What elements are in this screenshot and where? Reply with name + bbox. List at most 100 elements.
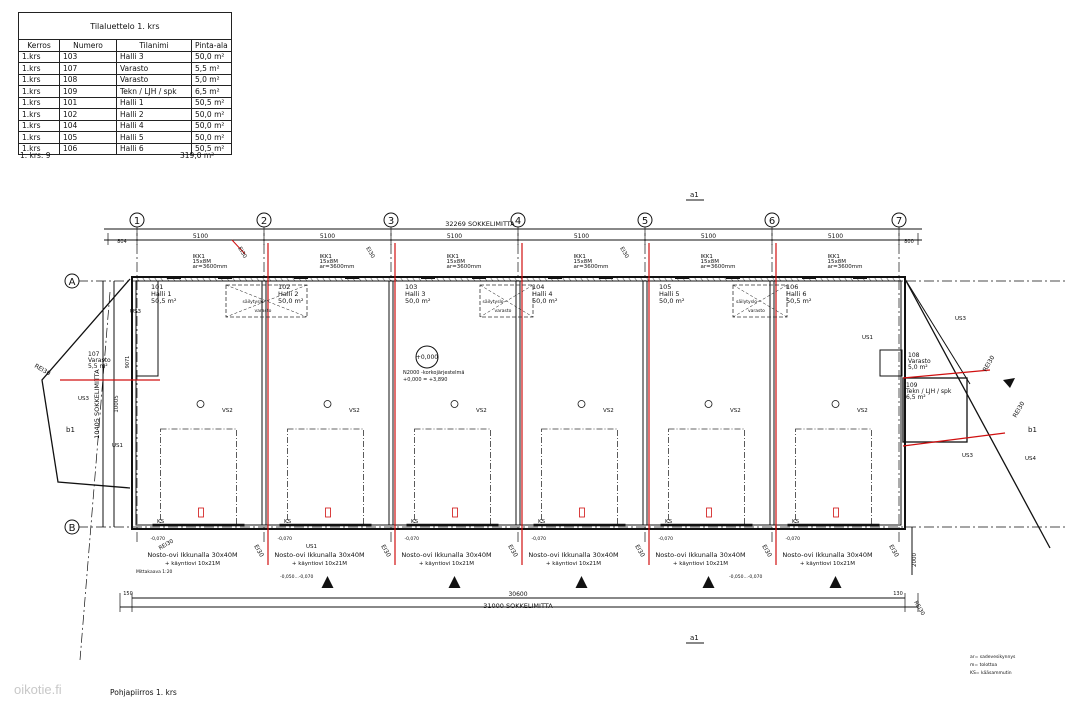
room-area: 6,5 m² — [906, 394, 926, 401]
partition-wall — [388, 280, 394, 526]
door-sub-label: + käyntiovi 10x21M — [292, 561, 347, 567]
grid-bubble — [891, 212, 907, 228]
door-type-label: Nosto-ovi Ikkunalla 30x40M — [147, 551, 237, 559]
wall-hatch — [405, 276, 410, 282]
wall-type-label: US1 — [862, 335, 873, 341]
wall-hatch — [663, 276, 668, 282]
loft-label: varasto — [748, 308, 765, 314]
summary-total-area: 319,0 m² — [180, 151, 215, 160]
wall-hatch — [693, 276, 698, 282]
window-label: IKK1 — [447, 254, 459, 260]
wall-hatch — [447, 276, 452, 282]
wall-hatch — [453, 276, 458, 282]
room-area: 5,5 m² — [88, 363, 108, 370]
watermark: oikotie.fi — [14, 682, 62, 697]
extinguisher-label: KS — [538, 519, 546, 525]
top-total-dim: 32269 SOKKELIMITTA — [445, 220, 515, 228]
grid-bubble — [764, 212, 780, 228]
window-sill: ar=3600mm — [828, 264, 863, 270]
wall-hatch — [867, 276, 872, 282]
wall-hatch — [363, 276, 368, 282]
wall-hatch — [513, 276, 518, 282]
window-sill: ar=3600mm — [320, 264, 355, 270]
cell-area: 50,0 m² — [191, 50, 232, 63]
col-header-room-name: Tilanimi — [116, 39, 192, 52]
wall-type-label: VS2 — [222, 408, 233, 414]
wall-type-label: VS2 — [603, 408, 614, 414]
wall-hatch — [525, 276, 530, 282]
level-mark: -0,070 — [786, 536, 801, 542]
grid-label: 3 — [388, 216, 394, 227]
window-sill: ar=3600mm — [701, 264, 736, 270]
wall-hatch — [339, 276, 344, 282]
extinguisher-label: KS — [665, 519, 673, 525]
edge-dim: 130 — [893, 591, 903, 597]
room-area: 50,0 m² — [659, 297, 685, 305]
wall-hatch — [531, 276, 536, 282]
room-number: 107 — [88, 351, 100, 358]
loft-label: säilytyslo- — [483, 299, 506, 305]
fire-label: EI30 — [506, 544, 519, 559]
wall-hatch — [627, 276, 632, 282]
level-mark: -0,070 — [659, 536, 674, 542]
wall-hatch — [417, 276, 422, 282]
wall-hatch — [537, 276, 542, 282]
entry-triangle — [702, 576, 715, 588]
fire-label: REI30 — [33, 363, 52, 378]
window-label: IKK1 — [320, 254, 332, 260]
partition-wall — [261, 280, 267, 526]
wall-hatch — [147, 276, 152, 282]
wall-hatch — [849, 276, 854, 282]
door-arrow-icon — [452, 507, 458, 518]
ceiling-light-icon — [577, 400, 586, 408]
level-tag: +0,000 — [416, 354, 438, 361]
wall-hatch — [879, 276, 884, 282]
door-arrow-icon — [706, 507, 712, 518]
bay-dim: 5100 — [701, 233, 716, 240]
wall-type-label: US3 — [130, 309, 142, 315]
grid-bubble — [129, 212, 145, 228]
partition-wall — [515, 280, 521, 526]
storage-loft — [225, 284, 308, 318]
right-dim: 2000 — [912, 553, 918, 567]
cell-room-name: Halli 5 — [116, 131, 192, 144]
window-size: 15x8M — [828, 259, 847, 265]
edge-dim: 800 — [904, 239, 914, 245]
wall-hatch — [567, 276, 572, 282]
room-107-box — [135, 280, 159, 377]
fire-tick — [231, 239, 246, 255]
wall-hatch — [465, 276, 470, 282]
fire-label: EI30 — [236, 246, 247, 260]
fire-line-109 — [902, 432, 1006, 447]
loft-label: säilytyslo- — [243, 299, 266, 305]
loft-label: säilytyslo- — [736, 299, 759, 305]
wall-hatch — [771, 276, 776, 282]
room-name: Halli 1 — [151, 290, 172, 298]
cell-floor: 1.krs — [18, 119, 60, 132]
door-arrow-icon — [198, 507, 204, 518]
wall-hatch — [699, 276, 704, 282]
door-type-label: Nosto-ovi Ikkunalla 30x40M — [782, 551, 872, 559]
bay-dim: 5100 — [574, 233, 589, 240]
left-inner-dim: 10005 — [114, 395, 120, 413]
wall-hatch — [375, 276, 380, 282]
fire-label: EI30 — [760, 544, 773, 559]
section-mark: a1 — [690, 191, 699, 199]
wall-hatch — [507, 276, 512, 282]
wall-hatch — [891, 276, 896, 282]
door-sub-label: + käyntiovi 10x21M — [673, 561, 728, 567]
wall-hatch — [411, 276, 416, 282]
window-sill: ar=3600mm — [574, 264, 609, 270]
wall-hatch — [717, 276, 722, 282]
wall-hatch — [201, 276, 206, 282]
room-name: Varasto — [88, 357, 111, 364]
door-type-label: Nosto-ovi Ikkunalla 30x40M — [401, 551, 491, 559]
wall-type-label: VS2 — [857, 408, 868, 414]
wall-hatch — [153, 276, 158, 282]
room-name: Halli 3 — [405, 290, 426, 298]
window-label: IKK1 — [193, 254, 205, 260]
room-name: Halli 4 — [532, 290, 553, 298]
